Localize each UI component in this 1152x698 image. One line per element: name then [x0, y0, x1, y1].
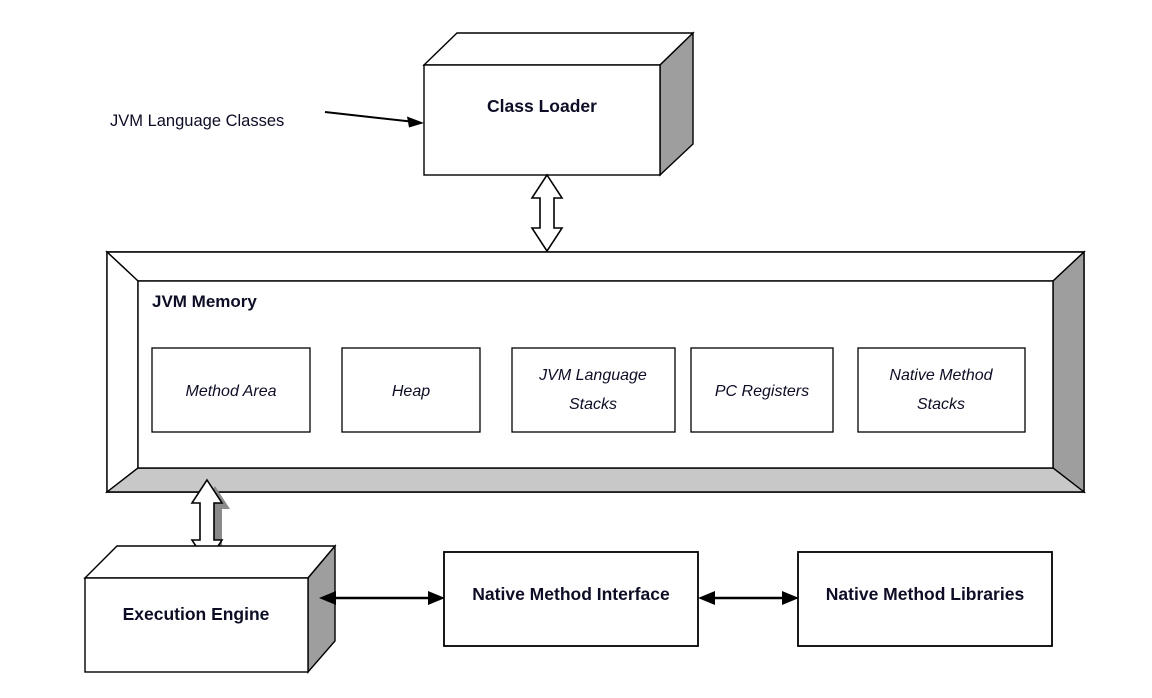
- arrowhead-right-icon: [428, 591, 445, 605]
- class-loader-front-face: [423, 64, 661, 176]
- class-loader-to-jvm-memory-arrow: [530, 173, 564, 253]
- class-loader-box: Class Loader: [422, 31, 695, 177]
- input-classes-group: JVM Language Classes: [110, 111, 424, 130]
- double-arrow-vertical-icon: [530, 173, 564, 253]
- memory-region-label-line2: Stacks: [569, 396, 617, 413]
- native-method-interface-label: Native Method Interface: [472, 584, 670, 604]
- arrowhead-right-icon: [782, 591, 799, 605]
- native-method-libraries-rect: [797, 551, 1053, 647]
- jvm-memory-left-bevel: [106, 250, 139, 494]
- classes-to-class-loader-arrow: [324, 111, 424, 128]
- native-method-interface-box: Native Method Interface: [443, 551, 699, 647]
- native-method-libraries-box: Native Method Libraries: [797, 551, 1053, 647]
- memory-region-box: [511, 347, 676, 433]
- memory-region-box: [341, 347, 481, 433]
- memory-region-pc-registers: PC Registers: [690, 347, 834, 433]
- memory-region-label-line1: JVM Language: [538, 367, 647, 384]
- memory-region-box: [151, 347, 311, 433]
- execution-engine-to-native-method-interface-arrow: [319, 591, 445, 605]
- execution-engine-box: Execution Engine: [83, 544, 337, 674]
- jvm-memory-top-bevel: [105, 251, 1086, 282]
- native-method-interface-rect: [443, 551, 699, 647]
- execution-engine-top-face: [83, 545, 337, 579]
- memory-region-label-line1: Native Method: [889, 367, 993, 384]
- memory-region-heap: Heap: [341, 347, 481, 433]
- memory-region-label-line2: Stacks: [917, 396, 965, 413]
- class-loader-top-face: [422, 32, 695, 66]
- execution-engine-label: Execution Engine: [123, 604, 270, 624]
- memory-region-box: [690, 347, 834, 433]
- jvm-memory-label: JVM Memory: [152, 292, 257, 311]
- memory-region-label-line1: Heap: [392, 383, 430, 400]
- jvm-memory-side-face: [1052, 250, 1085, 494]
- memory-region-method-area: Method Area: [151, 347, 311, 433]
- arrowhead-left-icon: [698, 591, 715, 605]
- arrowhead-left-icon: [319, 591, 336, 605]
- memory-region-native-method-stacks: Native Method Stacks: [857, 347, 1026, 433]
- memory-region-label-line1: Method Area: [185, 383, 276, 400]
- execution-engine-front-face: [84, 577, 309, 673]
- jvm-memory-box: JVM Memory Method Area Heap JVM Language…: [104, 250, 1087, 494]
- native-method-interface-to-libraries-arrow: [698, 591, 799, 605]
- memory-region-box: [857, 347, 1026, 433]
- arrowhead-right-icon: [407, 116, 424, 128]
- jvm-memory-base-face: [104, 467, 1087, 493]
- input-classes-label: JVM Language Classes: [110, 112, 284, 130]
- native-method-libraries-label: Native Method Libraries: [826, 584, 1025, 604]
- memory-region-jvm-language-stacks: JVM Language Stacks: [511, 347, 676, 433]
- memory-region-label-line1: PC Registers: [715, 383, 809, 400]
- class-loader-label: Class Loader: [487, 96, 597, 116]
